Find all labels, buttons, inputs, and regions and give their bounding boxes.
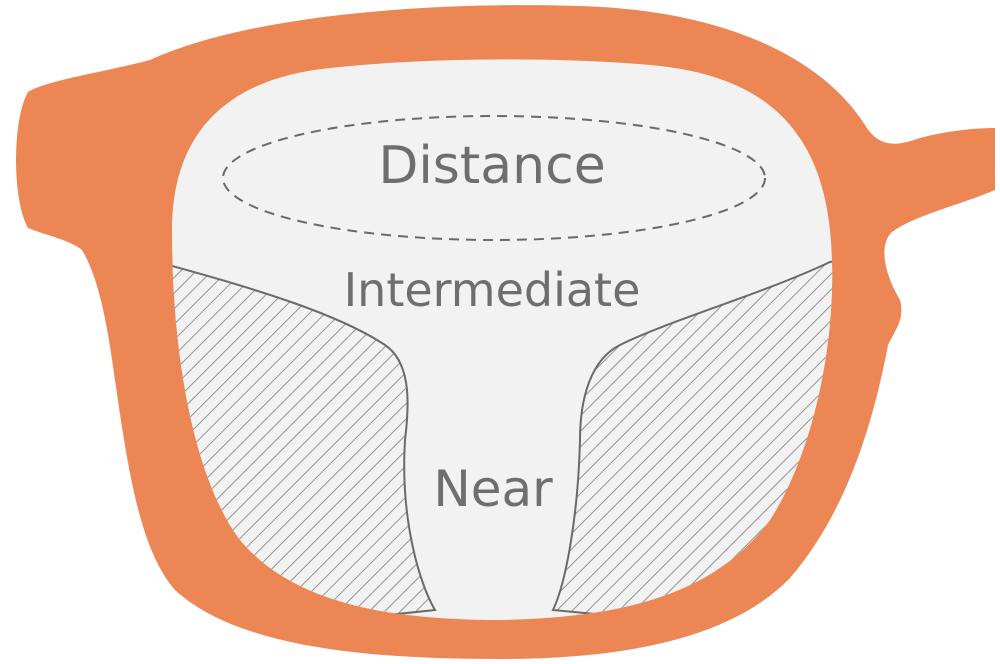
distance-zone-outline: [222, 115, 766, 241]
distance-label: Distance: [378, 136, 605, 196]
progressive-lens-icon: [172, 59, 833, 621]
near-label: Near: [433, 460, 553, 518]
intermediate-label: Intermediate: [344, 263, 641, 317]
